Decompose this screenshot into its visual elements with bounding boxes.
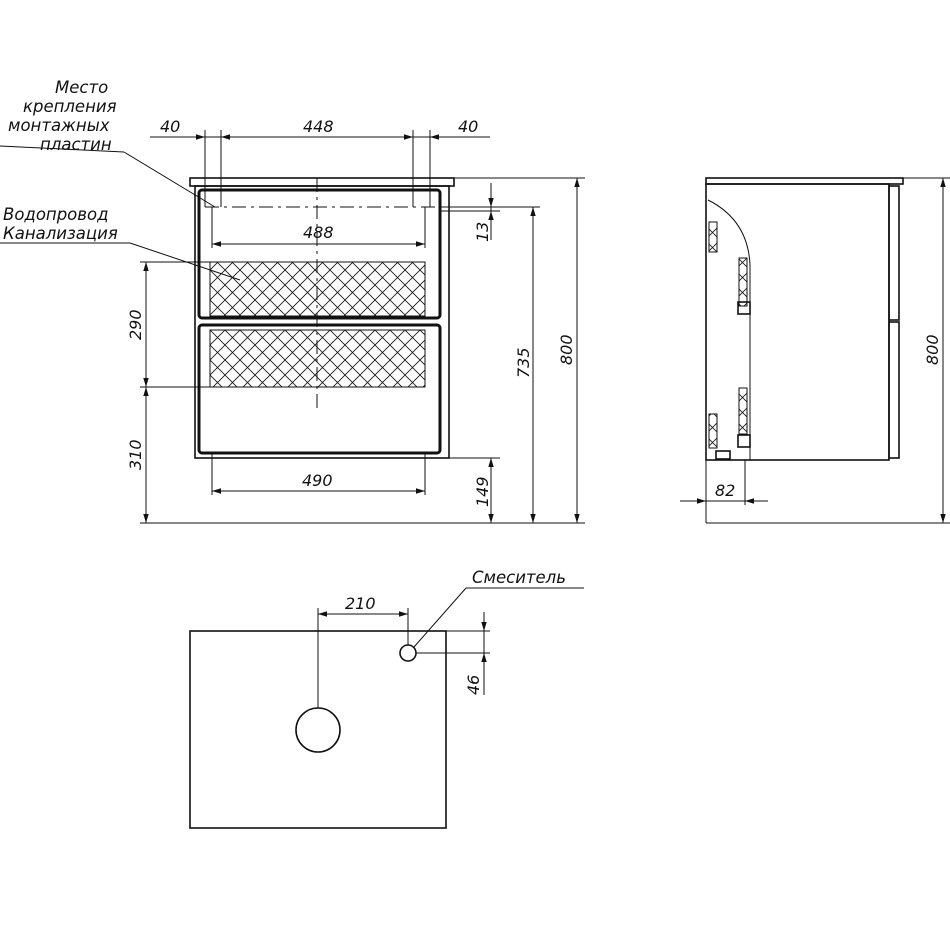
- dim-left-margin: 40: [160, 117, 180, 136]
- label-mount-3: монтажных: [8, 116, 110, 135]
- dim-depth-offset: 82: [715, 481, 735, 500]
- runner-lower-cap: [737, 434, 751, 448]
- dim-bottom-offset: 149: [473, 476, 492, 507]
- label-mixer: Смеситель: [472, 568, 566, 587]
- dim-total-height-side: 800: [923, 334, 942, 365]
- countertop: [189, 177, 455, 187]
- dim-plate-span: 448: [303, 117, 334, 136]
- side-foot: [715, 450, 731, 460]
- side-drawer-upper: [888, 185, 900, 321]
- dim-mixer-edge: 46: [464, 675, 483, 695]
- dim-height-mount: 735: [514, 347, 533, 378]
- wall-bracket-top: [708, 221, 718, 253]
- mixer-hole: [399, 644, 417, 662]
- label-water-2: Канализация: [3, 224, 118, 243]
- runner-lower: [738, 387, 748, 435]
- runner-upper-cap: [737, 301, 751, 315]
- dim-top-offset: 13: [473, 222, 492, 242]
- drain-hole: [295, 707, 341, 753]
- side-top: [705, 177, 904, 185]
- label-mount-2: крепления: [23, 97, 117, 116]
- dim-inner-width: 488: [303, 223, 334, 242]
- runner-upper: [738, 257, 748, 307]
- dim-total-height-front: 800: [557, 334, 576, 365]
- label-mount-4: пластин: [40, 135, 112, 154]
- dim-mixer-offset: 210: [345, 594, 376, 613]
- leader-mount: [0, 145, 125, 153]
- dim-upper-zone: 290: [126, 309, 145, 340]
- label-mount-1: Место: [55, 78, 108, 97]
- lower-drawer: [197, 323, 442, 455]
- label-water-1: Водопровод: [3, 205, 109, 224]
- upper-drawer: [197, 188, 442, 320]
- dim-bottom-width: 490: [302, 471, 333, 490]
- front-view: 40 448 40 488 13 735 800 149 290: [0, 78, 585, 524]
- top-view: 210 46 Смеситель: [189, 568, 584, 829]
- side-body: [705, 183, 890, 461]
- wall-bracket-bottom: [708, 413, 718, 449]
- drawer-swing-arc: [707, 199, 751, 460]
- dim-right-margin: 40: [458, 117, 478, 136]
- dim-lower-zone: 310: [126, 439, 145, 470]
- cabinet-body: [194, 185, 450, 459]
- side-view: 82 800: [680, 177, 950, 524]
- side-drawer-lower: [888, 321, 900, 459]
